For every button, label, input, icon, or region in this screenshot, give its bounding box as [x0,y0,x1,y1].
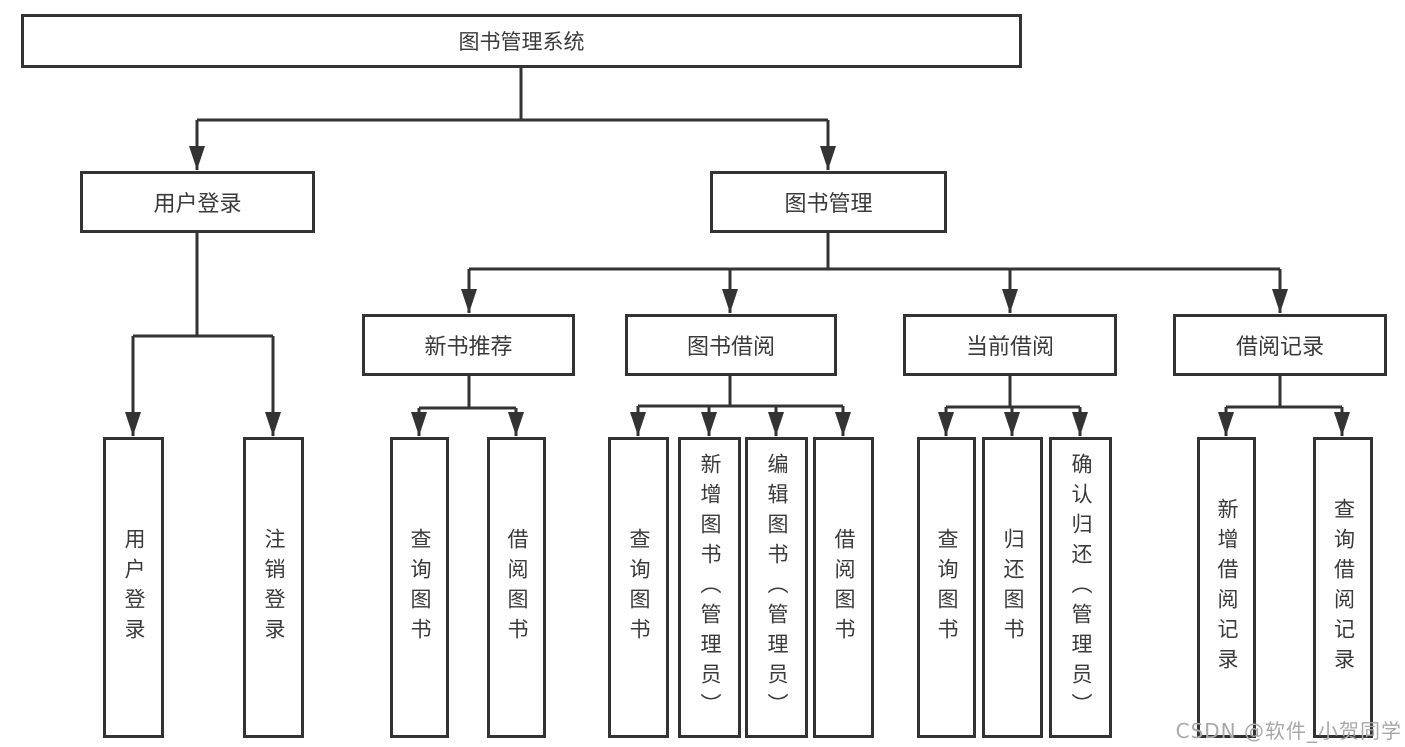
leaf-borrow-book-a: 借阅图书 [487,437,546,738]
node-root-label: 图书管理系统 [458,30,585,54]
leaf-borrow-book-a-label: 借阅图书 [505,527,529,648]
leaf-query-book-b: 查询图书 [608,437,669,738]
node-borrow-record: 借阅记录 [1173,314,1387,376]
node-user-login-label: 用户登录 [153,192,242,217]
node-user-login: 用户登录 [80,171,315,233]
leaf-query-borrow-record: 查询借阅记录 [1313,437,1373,738]
node-new-book-recommend-label: 新书推荐 [424,335,513,360]
node-current-borrow-label: 当前借阅 [965,335,1054,360]
leaf-add-borrow-record-label: 新增借阅记录 [1215,497,1239,678]
node-book-borrow: 图书借阅 [625,314,837,376]
leaf-edit-book-admin: 编辑图书（管理员） [745,437,808,738]
leaf-logout: 注销登录 [243,437,304,738]
leaf-edit-book-admin-label: 编辑图书（管理员） [765,452,789,723]
leaf-query-borrow-record-label: 查询借阅记录 [1331,497,1356,678]
leaf-borrow-book-b-label: 借阅图书 [832,527,856,648]
leaf-return-book: 归还图书 [982,437,1043,738]
leaf-query-book-c: 查询图书 [917,437,976,738]
leaf-query-book-c-label: 查询图书 [935,527,959,648]
leaf-return-book-label: 归还图书 [1001,527,1025,648]
leaf-logout-label: 注销登录 [262,527,286,648]
leaf-query-book-a: 查询图书 [390,437,449,738]
watermark: CSDN @软件_小贺同学 [1175,719,1402,743]
node-book-management: 图书管理 [710,171,947,233]
leaf-borrow-book-b: 借阅图书 [813,437,874,738]
leaf-user-login-label: 用户登录 [122,527,146,648]
node-book-management-label: 图书管理 [784,192,873,217]
leaf-add-book-admin-label: 新增图书（管理员） [698,452,722,723]
node-root: 图书管理系统 [21,14,1022,68]
leaf-query-book-a-label: 查询图书 [408,527,432,648]
leaf-query-book-b-label: 查询图书 [627,527,651,648]
node-new-book-recommend: 新书推荐 [362,314,575,376]
leaf-add-borrow-record: 新增借阅记录 [1197,437,1256,738]
node-borrow-record-label: 借阅记录 [1235,335,1324,360]
leaf-user-login: 用户登录 [103,437,164,738]
leaf-confirm-return-admin: 确认归还（管理员） [1049,437,1112,738]
node-book-borrow-label: 图书借阅 [686,335,775,360]
leaf-confirm-return-admin-label: 确认归还（管理员） [1069,452,1093,723]
node-current-borrow: 当前借阅 [903,314,1117,376]
leaf-add-book-admin: 新增图书（管理员） [678,437,741,738]
